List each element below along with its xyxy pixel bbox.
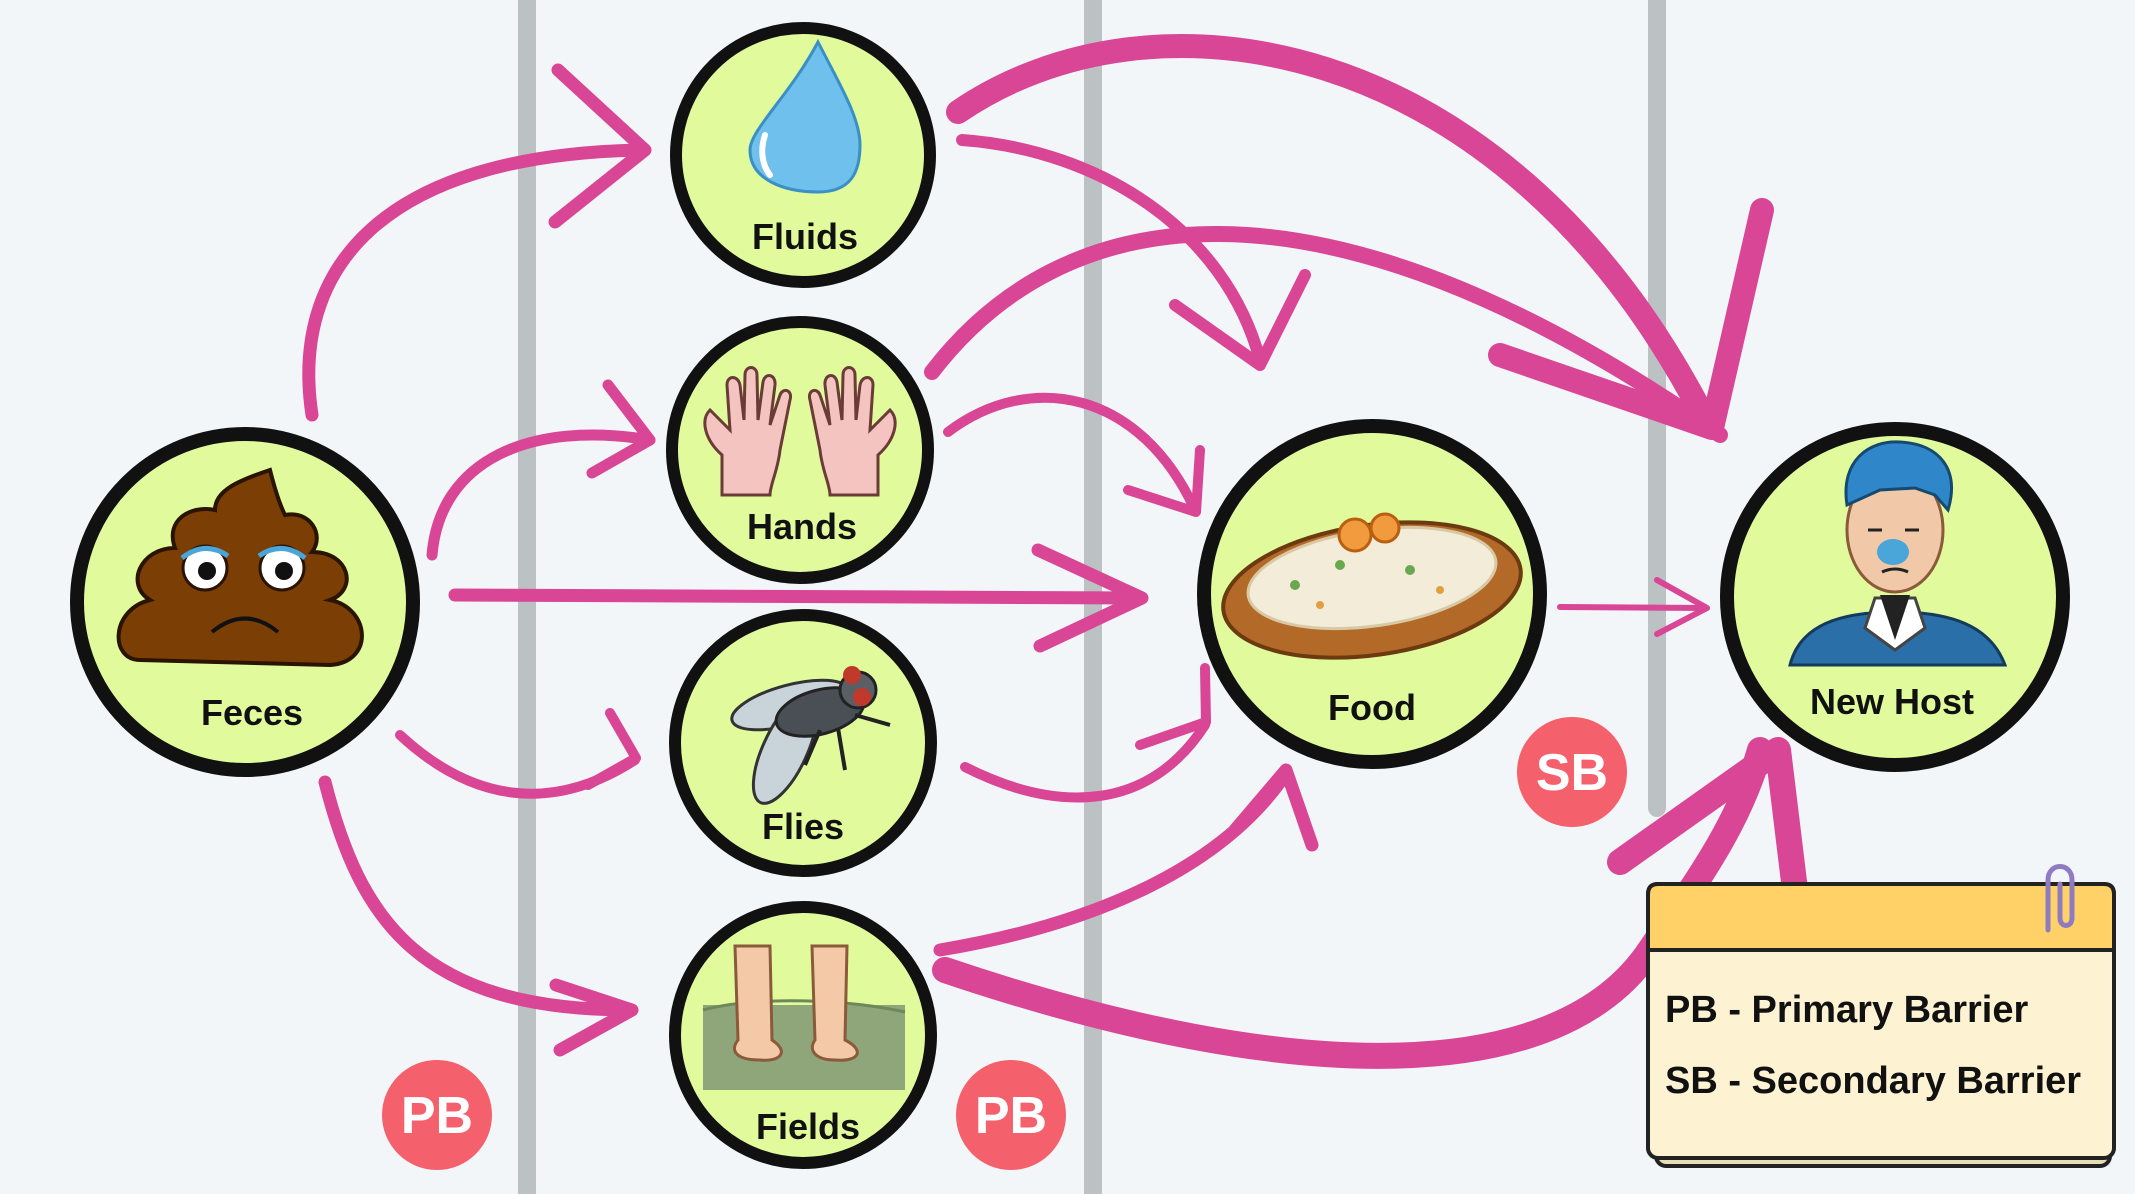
feces-icon — [116, 467, 364, 668]
legend-line-sb: SB - Secondary Barrier — [1665, 1060, 2081, 1102]
node-label-food: Food — [1328, 687, 1416, 728]
badge-pb-left: PB — [382, 1060, 492, 1170]
arrowhead-feces-to-fields — [549, 978, 639, 1057]
hands-icon — [703, 366, 897, 497]
sick-person-icon — [1788, 440, 2008, 667]
arrow-fluids-to-new-host — [946, 34, 1712, 422]
node-label-hands: Hands — [747, 506, 857, 547]
arrow-feces-to-food — [448, 588, 1147, 605]
arrow-fields-to-new-host — [932, 737, 1773, 1069]
svg-text:SB: SB — [1536, 744, 1608, 802]
node-feces: Feces — [70, 427, 420, 777]
node-flies: Flies — [669, 609, 937, 877]
node-label-fluids: Fluids — [752, 216, 858, 257]
arrow-feces-to-hands — [426, 429, 656, 561]
arrow-fluids-to-food — [956, 134, 1266, 366]
arrow-flies-to-food — [960, 720, 1210, 803]
badge-pb-right: PB — [956, 1060, 1066, 1170]
svg-text:PB: PB — [401, 1087, 473, 1145]
arrowhead-hands-to-food — [1123, 445, 1205, 517]
fly-icon — [730, 666, 891, 805]
node-food: Food — [1197, 419, 1547, 769]
arrow-feces-to-fluids — [302, 143, 647, 422]
transmission-arrows — [302, 34, 1808, 1069]
arrowhead-fluids-to-food — [1169, 269, 1311, 371]
water-drop-icon — [748, 38, 862, 194]
node-new-host: New Host — [1720, 422, 2070, 772]
node-label-flies: Flies — [762, 806, 844, 847]
food-plate-icon — [1221, 512, 1523, 660]
arrowhead-feces-to-hands — [586, 379, 656, 479]
arrow-hands-to-food — [943, 392, 1200, 515]
node-hands: Hands — [666, 316, 934, 584]
arrowhead-fields-to-new-host — [1607, 737, 1808, 903]
arrow-hands-to-new-host — [924, 226, 1728, 443]
svg-text:PB: PB — [975, 1087, 1047, 1145]
feet-icon — [702, 944, 906, 1090]
node-label-feces: Feces — [201, 692, 303, 733]
arrowhead-feces-to-flies — [583, 708, 641, 790]
arrow-feces-to-flies — [395, 730, 640, 799]
arrow-feces-to-fields — [318, 775, 637, 1017]
arrowhead-flies-to-food — [1135, 663, 1211, 750]
arrowhead-feces-to-fluids — [548, 63, 652, 229]
node-label-new-host: New Host — [1810, 681, 1974, 722]
node-fluids: Fluids — [670, 22, 936, 288]
arrowhead-feces-to-food — [1031, 543, 1149, 653]
arrow-food-to-new-host — [1557, 604, 1708, 611]
node-fields: Fields — [669, 901, 937, 1169]
badge-sb: SB — [1517, 717, 1627, 827]
arrow-fields-to-food — [933, 768, 1292, 957]
legend-note: PB - Primary Barrier SB - Secondary Barr… — [1646, 864, 2116, 1168]
paperclip-icon — [2045, 864, 2075, 933]
legend-line-pb: PB - Primary Barrier — [1665, 989, 2028, 1031]
node-label-fields: Fields — [756, 1106, 860, 1147]
arrowhead-fields-to-food — [1228, 763, 1319, 852]
arrowhead-food-to-new-host — [1654, 577, 1710, 637]
